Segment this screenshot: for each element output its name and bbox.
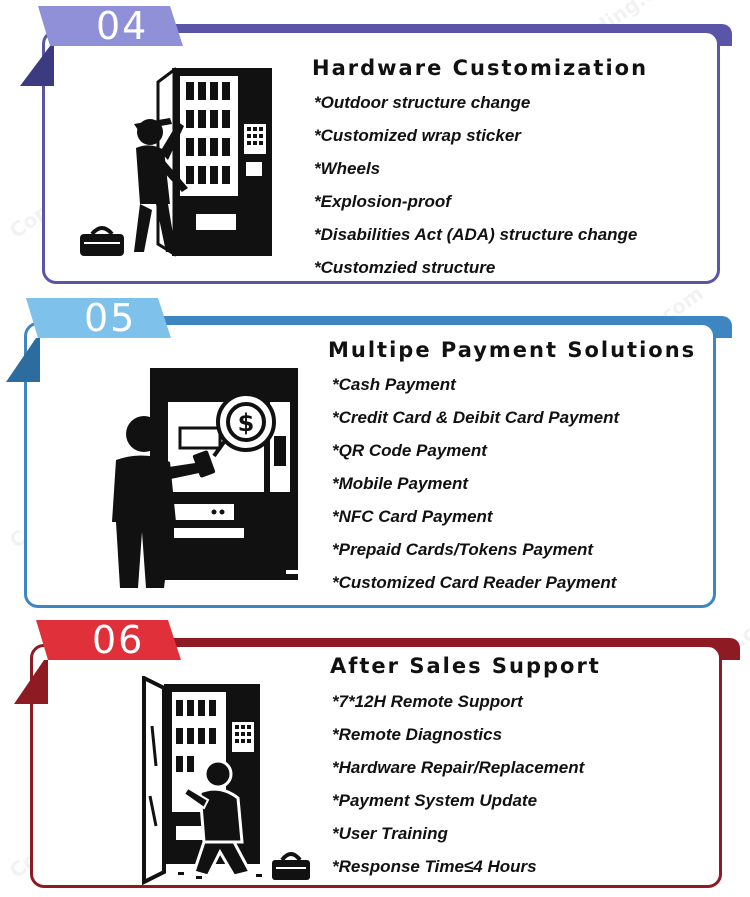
list-item: *Payment System Update xyxy=(332,791,538,810)
section-after-sales-support: 06 After Sales Support *7*12H Remote Sup… xyxy=(0,612,750,897)
section-title: Multipe Payment Solutions xyxy=(328,338,697,362)
customer-payment-icon: $ xyxy=(112,368,298,588)
feature-list: *Outdoor structure change *Customized wr… xyxy=(314,86,637,284)
list-item: *7*12H Remote Support xyxy=(332,692,523,711)
list-item: *Customized Card Reader Payment xyxy=(332,573,617,592)
svg-text:$: $ xyxy=(238,409,255,437)
list-item: *Cash Payment xyxy=(332,375,456,394)
tab-fold-shadow xyxy=(20,46,54,86)
technician-repair-icon xyxy=(142,676,310,886)
list-item: *Hardware Repair/Replacement xyxy=(332,758,585,777)
list-item: *QR Code Payment xyxy=(332,441,487,460)
list-item: *User Training xyxy=(332,824,448,843)
list-item: *Disabilities Act (ADA) structure change xyxy=(314,225,638,244)
section-number-tab xyxy=(36,620,181,660)
list-item: *Prepaid Cards/Tokens Payment xyxy=(332,540,594,559)
section-number-tab xyxy=(26,298,171,338)
list-item: *Wheels xyxy=(314,159,381,178)
tab-fold-shadow xyxy=(6,338,40,382)
section-hardware-customization: 04 Hardware Customization *Outdoor struc… xyxy=(0,0,750,290)
tab-fold-shadow xyxy=(14,660,48,704)
feature-list: *7*12H Remote Support *Remote Diagnostic… xyxy=(332,685,584,883)
section-number: 05 xyxy=(84,296,137,340)
list-item: *Customzied structure xyxy=(314,258,496,277)
feature-list: *Cash Payment *Credit Card & Deibit Card… xyxy=(332,368,619,599)
section-title: After Sales Support xyxy=(330,654,601,678)
section-payment-solutions: 05 Multipe Payment Solutions *Cash Payme… xyxy=(0,292,750,612)
list-item: *Outdoor structure change xyxy=(314,93,531,112)
section-number: 06 xyxy=(92,618,145,662)
section-number: 04 xyxy=(96,4,149,48)
list-item: *Response Time≤4 Hours xyxy=(332,857,537,876)
list-item: *Remote Diagnostics xyxy=(332,725,503,744)
list-item: *Mobile Payment xyxy=(332,474,469,493)
list-item: *NFC Card Payment xyxy=(332,507,493,526)
technician-vending-machine-icon xyxy=(80,67,272,257)
section-title: Hardware Customization xyxy=(312,56,649,80)
list-item: *Credit Card & Deibit Card Payment xyxy=(332,408,620,427)
list-item: *Explosion-proof xyxy=(314,192,451,211)
section-number-tab xyxy=(38,6,183,46)
list-item: *Customized wrap sticker xyxy=(314,126,521,145)
